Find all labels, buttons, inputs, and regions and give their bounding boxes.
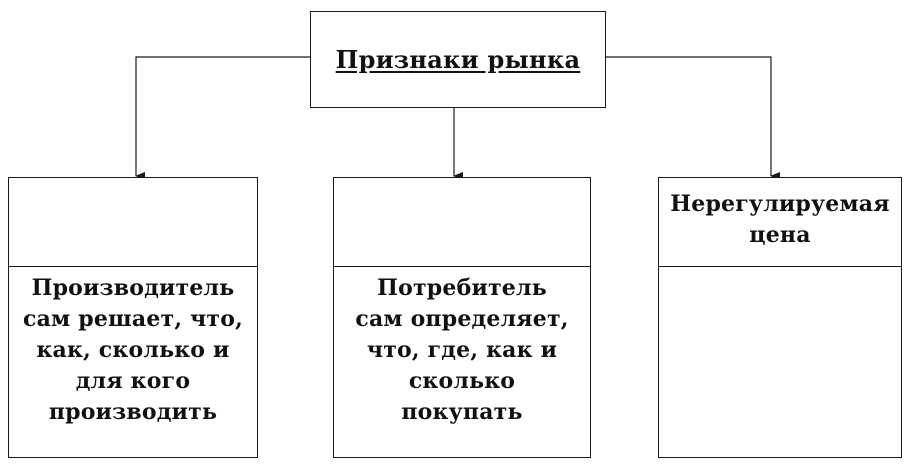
branch-right-upper-cell: Нерегулируемая цена [658, 177, 902, 267]
connector-right [606, 56, 780, 180]
branch-middle-lower-text: Потребитель сам определяет, что, где, ка… [355, 275, 569, 425]
branch-middle-lower-cell: Потребитель сам определяет, что, где, ка… [333, 266, 591, 458]
branch-middle-upper-cell [333, 177, 591, 267]
branch-right-upper-text: Нерегулируемая цена [670, 191, 890, 248]
branch-right-lower-cell [658, 266, 902, 458]
root-node: Признаки рынка [310, 11, 606, 108]
branch-left-lower-text: Производитель сам решает, что, как, скол… [23, 275, 243, 425]
branch-left-lower-cell: Производитель сам решает, что, как, скол… [8, 266, 258, 458]
connector-left [135, 56, 310, 180]
root-title: Признаки рынка [335, 45, 581, 74]
branch-left-upper-cell [8, 177, 258, 267]
